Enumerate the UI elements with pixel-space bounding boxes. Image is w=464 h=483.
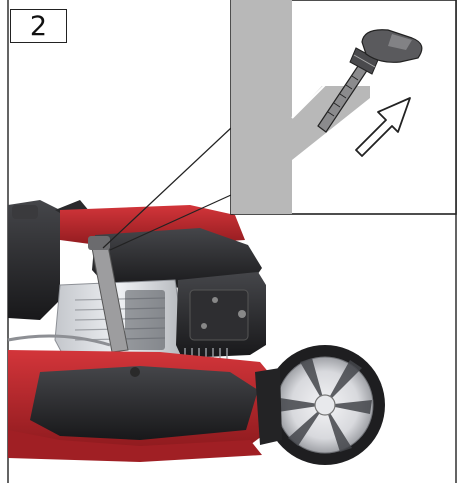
rear-housing bbox=[8, 200, 60, 320]
screw bbox=[238, 310, 246, 318]
tube-highlight bbox=[291, 77, 333, 119]
screw bbox=[212, 297, 218, 303]
insert-arrow-icon bbox=[355, 97, 411, 157]
callout-connector-top bbox=[102, 127, 232, 249]
lawn-mower bbox=[7, 200, 385, 465]
hub bbox=[314, 394, 336, 416]
wheel-guard bbox=[255, 368, 282, 445]
spokes bbox=[278, 358, 372, 452]
front-wheel bbox=[265, 345, 385, 465]
oil-dipstick-icon bbox=[317, 29, 423, 133]
engine-shadow bbox=[125, 290, 165, 350]
deck-knob bbox=[130, 367, 140, 377]
deck-skirt bbox=[8, 430, 262, 462]
screw bbox=[201, 323, 207, 329]
oil-cap bbox=[88, 236, 110, 250]
callout-connector-bottom bbox=[109, 194, 232, 251]
zoom-callout bbox=[230, 0, 457, 215]
filler-tube-section bbox=[231, 0, 370, 214]
rear-knob bbox=[12, 205, 38, 219]
engine-shroud bbox=[92, 228, 262, 290]
deck-cover bbox=[30, 366, 258, 440]
step-number: 2 bbox=[29, 10, 48, 42]
control-cable bbox=[7, 334, 111, 347]
step-number-box: 2 bbox=[10, 9, 67, 43]
